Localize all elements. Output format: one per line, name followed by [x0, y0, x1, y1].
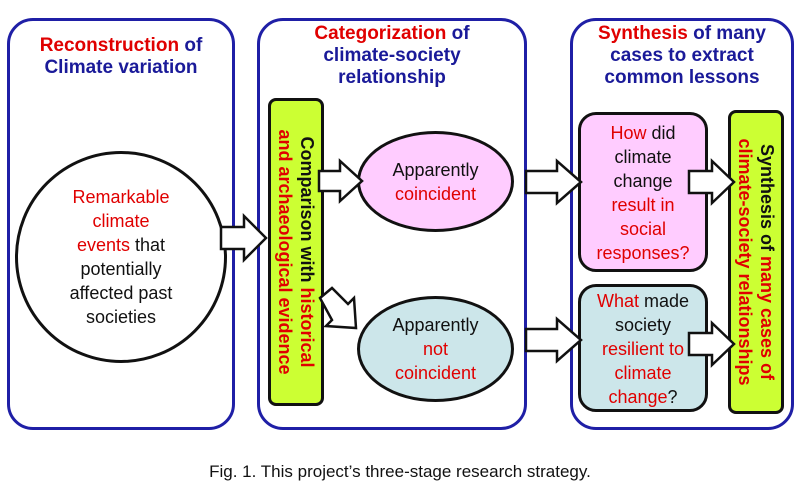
synthesis-relationships-bar: Synthesis of many cases of climate-socie… [728, 110, 784, 414]
apparently-not-coincident-ellipse: Apparently not coincident [357, 296, 514, 402]
stage-1-title-keyword: Reconstruction [39, 35, 180, 56]
arrow-stage1-to-stage2 [219, 212, 268, 264]
stage-1-panel: Reconstruction of Climate variation Rema… [7, 18, 235, 430]
how-did-climate-change-box: How did climate change result in social … [578, 112, 708, 272]
stage-3-title: Synthesis of many cases to extract commo… [598, 23, 766, 88]
arrow-coincident-to-how-box [524, 158, 583, 206]
arrow-how-box-to-synthesis [687, 158, 736, 206]
what-made-society-resilient-box: What made society resilient to climate c… [578, 284, 708, 412]
stage-2-title-keyword: Categorization [314, 23, 447, 44]
arrow-bar-to-not-coincident [318, 286, 358, 330]
stage-3-title-keyword: Synthesis [598, 23, 688, 44]
apparently-coincident-ellipse: Apparently coincident [357, 131, 514, 232]
figure-caption: Fig. 1. This project’s three-stage resea… [209, 462, 591, 481]
climate-events-circle: Remarkable climate events that potential… [15, 151, 227, 363]
arrow-not-coincident-to-what-box [524, 316, 583, 364]
stage-1-title: Reconstruction of Climate variation [39, 35, 203, 78]
arrow-what-box-to-synthesis [687, 320, 736, 368]
comparison-evidence-bar: Comparison with historical and archaeolo… [268, 98, 324, 406]
stage-2-title: Categorization of climate-society relati… [314, 23, 470, 88]
arrow-bar-to-coincident [317, 158, 364, 204]
